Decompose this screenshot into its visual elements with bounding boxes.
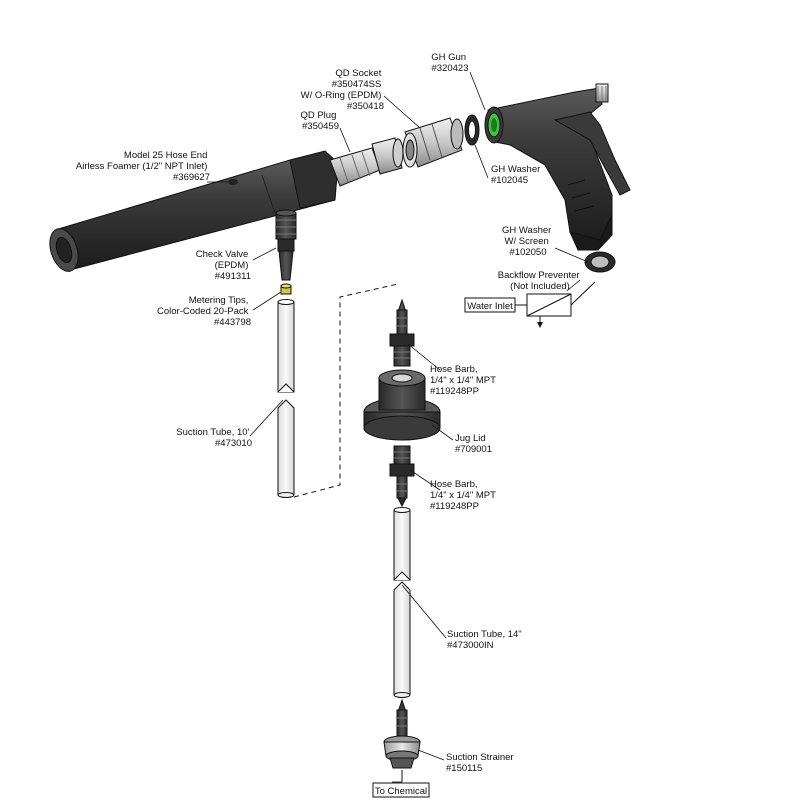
label-gh-washer-screen: GH Washer W/ Screen #102050 [502,225,554,258]
qd-plug [329,137,404,187]
hose-barb-top [389,298,415,367]
label-hose-barb-top: Hose Barb, 1/4" x 1/4" MPT #119248PP [430,364,498,397]
label-jug-lid: Jug Lid #709001 [455,433,492,455]
backflow-symbol [515,281,596,328]
gh-gun [484,83,631,251]
suction-tube-14 [393,507,411,698]
water-inlet-label: Water Inlet [467,301,513,312]
label-metering-tips: Metering Tips, Color-Coded 20-Pack #4437… [157,295,251,328]
metering-tip [280,283,292,295]
label-check-valve: Check Valve (EPDM) #491311 [196,249,251,282]
water-inlet-box: Water Inlet [464,297,516,313]
qd-socket [402,117,464,168]
label-suction-strainer: Suction Strainer #150115 [446,752,516,774]
label-foamer: Model 25 Hose End Airless Foamer (1/2" N… [76,150,210,183]
label-hose-barb-bottom: Hose Barb, 1/4" x 1/4" MPT #119248PP [430,479,498,512]
hose-barb-bottom [389,445,415,508]
leader-lines [207,71,589,783]
label-gh-gun: GH Gun #320423 [431,52,469,74]
check-valve [275,209,297,281]
label-backflow: Backflow Preventer (Not Included) [498,270,582,292]
label-suction-tube-10: Suction Tube, 10' #473010 [176,427,252,449]
gh-washer-screen [584,251,616,273]
foamer-body [49,150,339,272]
to-chemical-label: To Chemical [375,786,427,797]
connection-dashed-line [293,283,399,498]
label-suction-tube-14: Suction Tube, 14" #473000IN [447,629,524,651]
label-qd-socket: QD Socket #350474SS W/ O-Ring (EPDM) #35… [301,68,384,112]
suction-strainer [383,698,421,782]
gh-washer [464,114,480,146]
suction-tube-10 [277,299,295,498]
jug-lid [363,369,441,441]
label-gh-washer: GH Washer #102045 [491,164,543,186]
to-chemical-box: To Chemical [372,782,430,798]
label-qd-plug: QD Plug #350459 [300,110,339,132]
